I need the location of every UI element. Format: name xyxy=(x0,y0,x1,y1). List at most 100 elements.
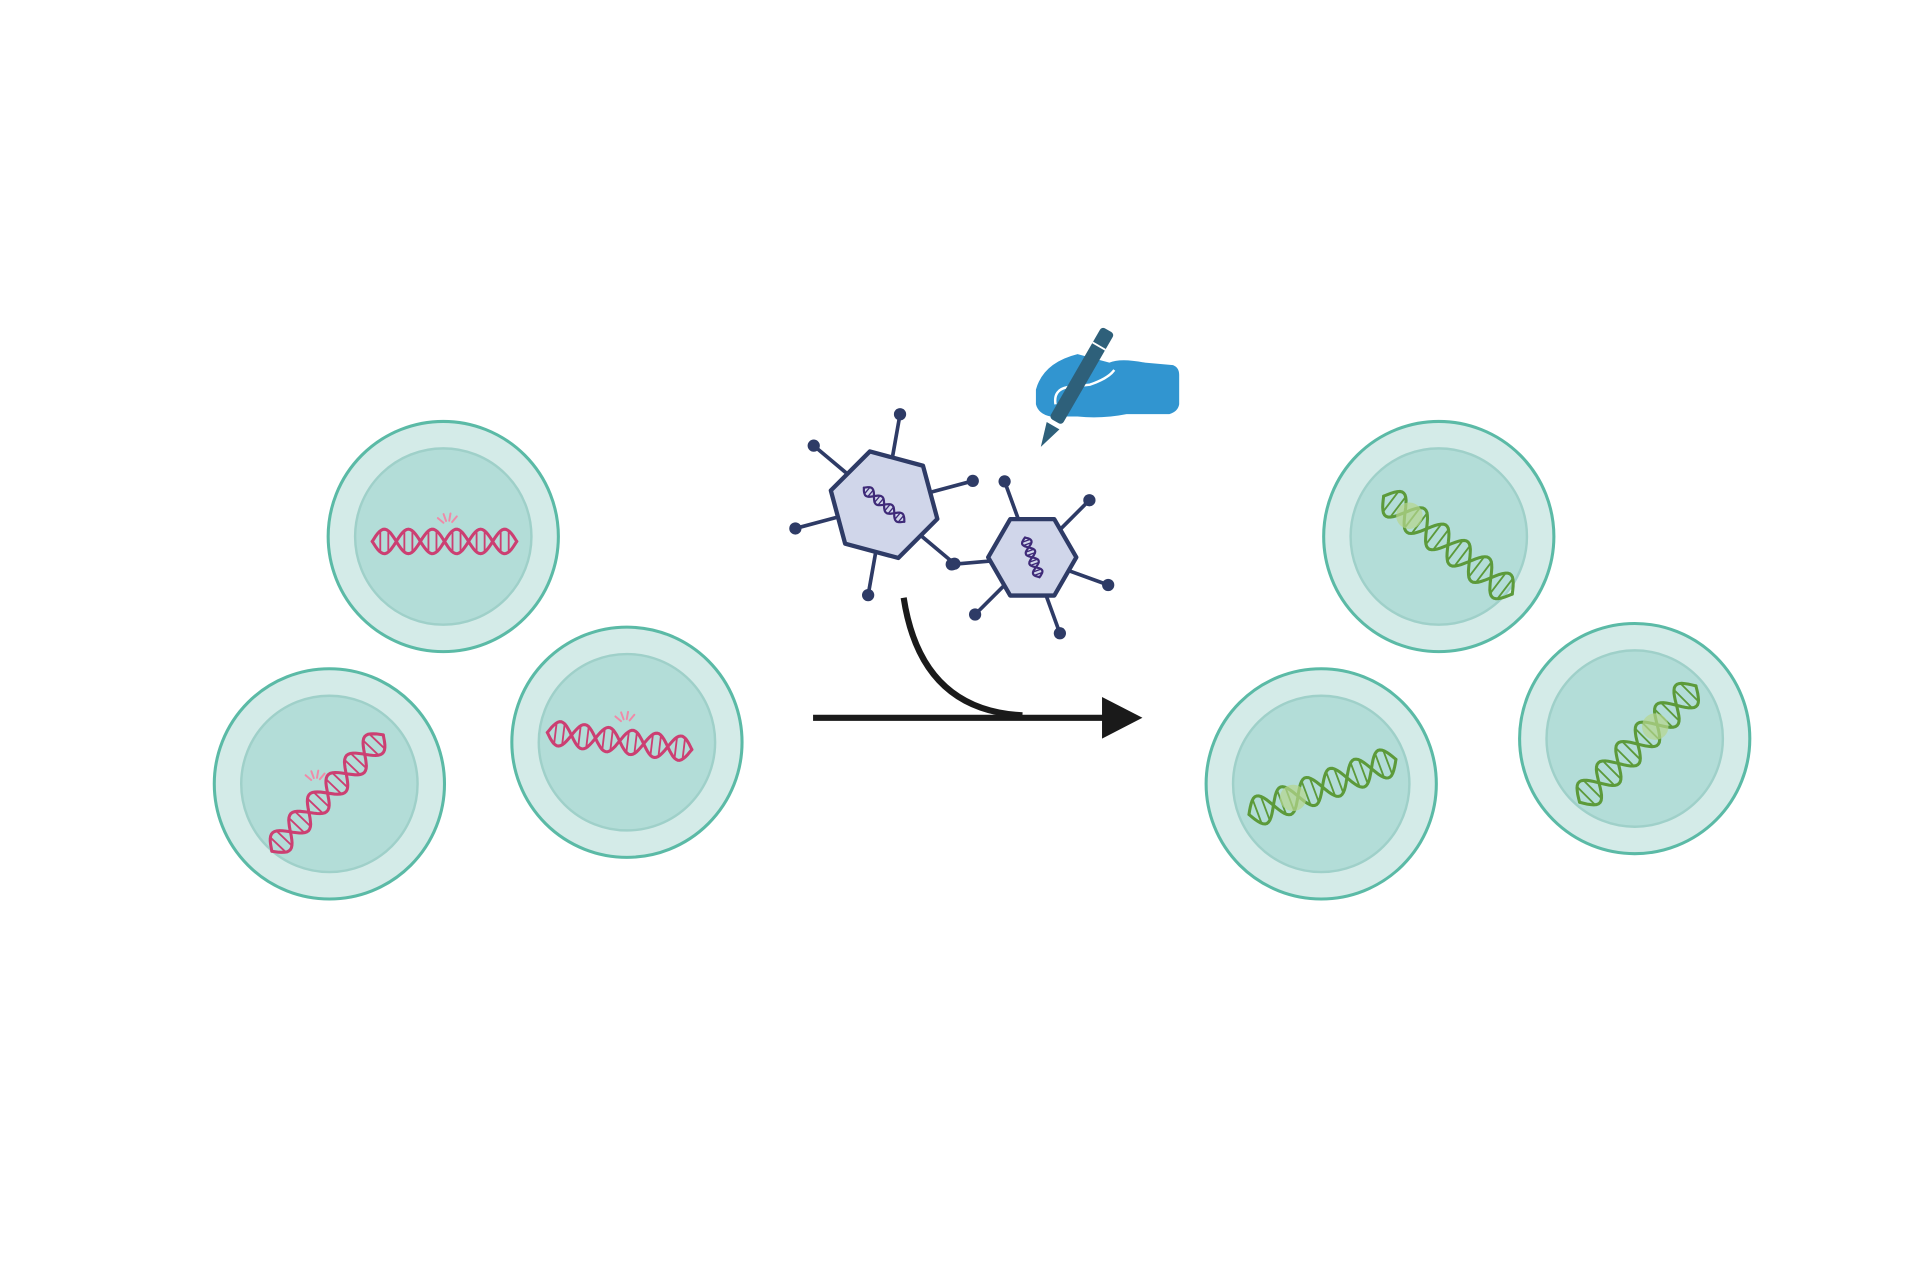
dna-base-pair xyxy=(1425,523,1443,545)
dna-base-pair xyxy=(1349,762,1361,787)
dna-base-pair xyxy=(561,723,566,745)
dna-base-pair xyxy=(1029,558,1038,563)
dna-base-pair xyxy=(1432,528,1450,551)
dna-base-pair xyxy=(1251,799,1263,824)
dna-base-pair xyxy=(877,498,884,506)
corrected-cell xyxy=(1204,667,1438,901)
virus-spike xyxy=(866,553,878,594)
dna-base-pair xyxy=(1023,542,1032,547)
dna-base-pair xyxy=(368,733,386,750)
dna-base-pair xyxy=(344,759,361,776)
dna-base-pair xyxy=(1382,750,1394,775)
dna-base-pair xyxy=(1576,786,1596,806)
mutation-spark-icon xyxy=(304,769,326,781)
dna-base-pair xyxy=(894,512,901,520)
dna-strand xyxy=(1247,757,1398,817)
spark-ray xyxy=(448,512,452,522)
process-arrow xyxy=(813,597,1143,739)
dna-base-pair xyxy=(884,503,891,512)
virus-spike-tip xyxy=(789,522,802,535)
virus-spike xyxy=(797,515,837,530)
mutant-cell xyxy=(212,667,447,901)
dna-base-pair xyxy=(577,725,582,747)
dna-base-pair xyxy=(585,726,590,748)
corrected-dna-icon xyxy=(1247,748,1398,826)
dna-base-pair xyxy=(1374,753,1385,778)
dna-base-pair xyxy=(1030,561,1039,567)
dna-base-pair xyxy=(350,752,367,769)
dna-base-pair xyxy=(288,817,305,834)
spark-ray xyxy=(628,713,636,722)
spark-ray xyxy=(316,769,320,779)
virus-spike-tip xyxy=(1102,578,1115,592)
spark-ray xyxy=(442,513,448,522)
virus-spike xyxy=(1058,500,1089,531)
dna-base-pair xyxy=(1660,702,1680,722)
dna-base-pair xyxy=(269,836,287,853)
dna-base-pair xyxy=(1389,496,1407,518)
virus-spike-tip xyxy=(945,558,958,571)
dna-base-pair xyxy=(1582,779,1603,799)
mutation-spark-icon xyxy=(436,512,458,524)
dna-base-pair xyxy=(681,738,686,760)
viral-vector-large xyxy=(789,408,979,602)
virus-spike-tip xyxy=(893,408,907,421)
pen-icon xyxy=(1040,327,1114,447)
spark-ray xyxy=(318,772,326,781)
cell-nucleus xyxy=(240,694,419,874)
dna-base-pair xyxy=(867,489,874,498)
dna-base-pair xyxy=(874,495,881,503)
spark-ray xyxy=(625,710,630,721)
virus-spike-tip xyxy=(862,589,875,602)
corrected-cell xyxy=(1518,621,1752,856)
virus-spike xyxy=(814,445,848,475)
dna-base-pair xyxy=(1621,740,1641,761)
dna-base-pair xyxy=(1595,766,1616,787)
dna-base-pair xyxy=(1453,545,1471,567)
edited-region-highlight xyxy=(1279,784,1307,812)
dna-base-pair xyxy=(1034,571,1043,576)
virus-spike xyxy=(954,558,993,567)
dna-base-pair xyxy=(1300,780,1312,806)
dna-base-pair xyxy=(362,739,380,756)
edited-region-highlight xyxy=(1641,713,1669,740)
dna-base-pair xyxy=(1496,577,1514,600)
dna-base-pair xyxy=(601,728,606,750)
dna-base-pair xyxy=(1475,561,1493,583)
mutation-spark-icon xyxy=(614,710,636,723)
corrected-dna-icon xyxy=(1575,681,1701,807)
dna-base-pair xyxy=(306,797,324,814)
dna-base-pair xyxy=(897,515,905,523)
mutant-dna-icon xyxy=(370,527,519,556)
dna-base-pair xyxy=(1602,760,1622,780)
spark-ray xyxy=(304,774,313,781)
dna-base-pair xyxy=(1634,727,1654,748)
dna-strand xyxy=(1575,684,1701,804)
dna-base-pair xyxy=(294,810,312,827)
arrow-curve xyxy=(900,597,1023,719)
cell-nucleus xyxy=(1231,694,1411,874)
dna-base-pair xyxy=(1333,768,1345,794)
corrected-cell xyxy=(1322,419,1556,654)
virus-spike-tip xyxy=(807,439,820,452)
virus-spike-tip xyxy=(966,474,979,488)
dna-base-pair xyxy=(1679,682,1700,703)
viral-dna-icon xyxy=(862,486,906,524)
spark-ray xyxy=(310,770,315,780)
mutant-dna-icon xyxy=(545,720,694,762)
dna-base-pair xyxy=(1325,771,1336,797)
edited-region-highlight xyxy=(1396,502,1423,529)
virus-spike-tip xyxy=(1083,494,1096,507)
corrected-dna-icon xyxy=(1381,489,1515,601)
virus-spike-tip xyxy=(998,475,1011,488)
dna-base-pair xyxy=(887,506,895,515)
spark-ray xyxy=(620,711,625,721)
virus-spike xyxy=(1068,569,1107,586)
dna-base-pair xyxy=(673,737,678,759)
dna-base-pair xyxy=(1022,538,1031,543)
mutant-cells-group xyxy=(212,419,744,901)
virus-spike xyxy=(1044,593,1061,632)
virus-spike xyxy=(890,416,902,457)
dna-base-pair xyxy=(609,729,614,751)
